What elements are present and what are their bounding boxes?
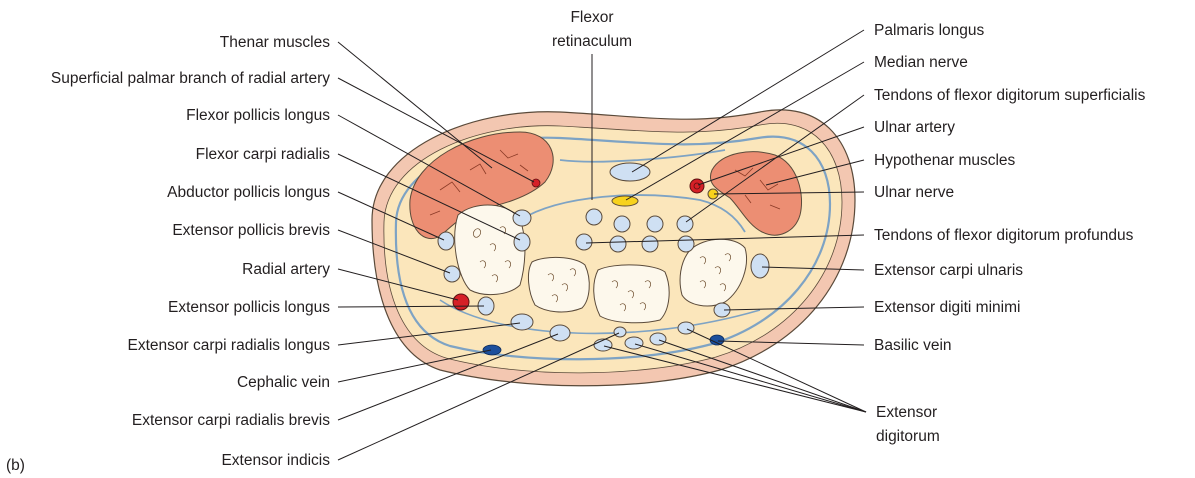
label-palmaris-longus: Palmaris longus <box>874 22 985 39</box>
label-superficial-palmar-branch: Superficial palmar branch of radial arte… <box>51 70 330 87</box>
label-ulnar-nerve: Ulnar nerve <box>874 184 954 201</box>
label-tendons-fds: Tendons of flexor digitorum superficiali… <box>874 87 1146 104</box>
extensor-digitorum-tendon-3 <box>650 333 666 345</box>
label-extensor-pollicis-longus: Extensor pollicis longus <box>168 299 330 316</box>
extensor-digitorum-tendon-2 <box>625 337 643 349</box>
median-nerve <box>612 196 638 206</box>
label-flexor-retinaculum-line1: Flexor <box>570 9 613 26</box>
extensor-carpi-ulnaris-tendon <box>751 254 769 278</box>
label-extensor-digiti-minimi: Extensor digiti minimi <box>874 299 1020 316</box>
label-ulnar-artery: Ulnar artery <box>874 119 955 136</box>
fdp-tendon-1 <box>576 234 592 250</box>
extensor-indicis-tendon <box>614 327 626 337</box>
flexor-carpi-radialis-tendon <box>514 233 530 251</box>
palmaris-longus-tendon <box>610 163 650 181</box>
abductor-pollicis-longus-tendon <box>438 232 454 250</box>
panel-label: (b) <box>6 457 25 474</box>
label-thenar-muscles: Thenar muscles <box>220 34 331 51</box>
fdp-tendon-2 <box>610 236 626 252</box>
extensor-pollicis-brevis-tendon <box>444 266 460 282</box>
radial-artery <box>453 294 469 310</box>
extensor-carpi-radialis-brevis-tendon <box>550 325 570 341</box>
fdp-tendon-4 <box>678 236 694 252</box>
label-extensor-indicis: Extensor indicis <box>221 452 330 469</box>
label-extensor-digitorum-line1: Extensor <box>876 404 937 421</box>
basilic-vein <box>710 335 724 345</box>
label-flexor-retinaculum-line2: retinaculum <box>552 33 632 50</box>
fdp-tendon-3 <box>642 236 658 252</box>
extensor-carpi-radialis-longus-tendon <box>511 314 533 330</box>
flexor-pollicis-longus-tendon <box>513 210 531 226</box>
label-flexor-carpi-radialis: Flexor carpi radialis <box>196 146 331 163</box>
label-tendons-fdp: Tendons of flexor digitorum profundus <box>874 227 1134 244</box>
extensor-digitorum-tendon-1 <box>594 339 612 351</box>
label-extensor-carpi-radialis-longus: Extensor carpi radialis longus <box>128 337 331 354</box>
cephalic-vein <box>483 345 501 355</box>
extensor-digitorum-tendon-4 <box>678 322 694 334</box>
label-extensor-digitorum-line2: digitorum <box>876 428 940 445</box>
fds-tendon-1 <box>586 209 602 225</box>
top-labels: Flexor retinaculum <box>552 9 632 50</box>
label-extensor-carpi-radialis-brevis: Extensor carpi radialis brevis <box>132 412 330 429</box>
label-basilic-vein: Basilic vein <box>874 337 952 354</box>
ulnar-artery <box>690 179 704 193</box>
label-flexor-pollicis-longus: Flexor pollicis longus <box>186 107 330 124</box>
carpal-bone-trapezoid <box>528 257 589 312</box>
superficial-palmar-branch-artery <box>532 179 540 187</box>
label-abductor-pollicis-longus: Abductor pollicis longus <box>167 184 330 201</box>
right-labels: Palmaris longus Median nerve Tendons of … <box>874 22 1146 445</box>
fds-tendon-2 <box>647 216 663 232</box>
left-labels: Thenar muscles Superficial palmar branch… <box>51 34 330 469</box>
label-hypothenar-muscles: Hypothenar muscles <box>874 152 1016 169</box>
label-median-nerve: Median nerve <box>874 54 968 71</box>
carpal-bone-capitate <box>594 265 669 323</box>
label-cephalic-vein: Cephalic vein <box>237 374 330 391</box>
label-radial-artery: Radial artery <box>242 261 330 278</box>
fds-tendon-4 <box>614 216 630 232</box>
wrist-cross-section <box>372 110 855 386</box>
label-extensor-pollicis-brevis: Extensor pollicis brevis <box>172 222 330 239</box>
label-extensor-carpi-ulnaris: Extensor carpi ulnaris <box>874 262 1023 279</box>
